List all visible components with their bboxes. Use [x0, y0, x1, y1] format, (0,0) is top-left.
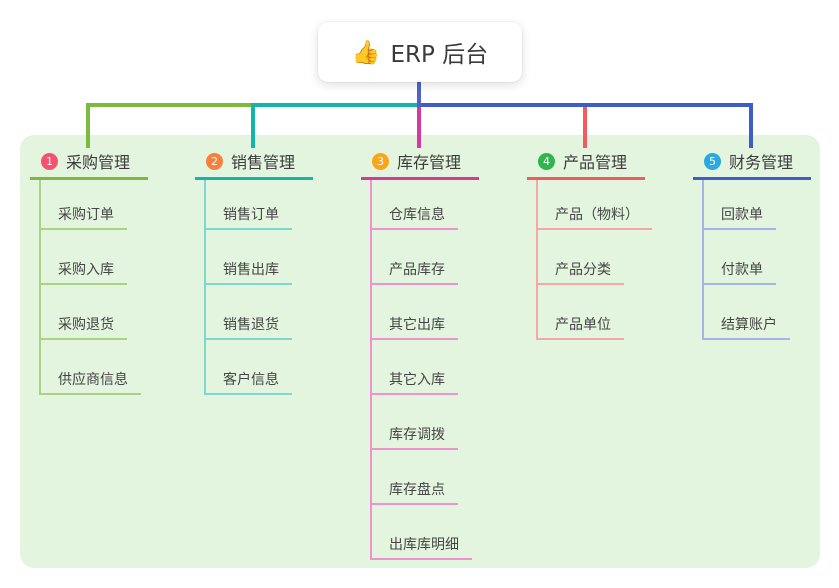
item-label: 采购订单	[58, 207, 114, 223]
connector-horizontal-right	[417, 103, 753, 107]
mindmap-item[interactable]: 库存调拨	[370, 422, 458, 450]
thumbs-up-icon: 👍	[351, 39, 381, 66]
mindmap-item[interactable]: 采购退货	[39, 312, 127, 340]
branch-underline	[693, 177, 811, 180]
branch-underline	[30, 177, 148, 180]
branch-spine	[39, 180, 41, 395]
item-label: 付款单	[721, 262, 763, 278]
mindmap-item[interactable]: 供应商信息	[39, 367, 141, 395]
mindmap-item[interactable]: 销售出库	[204, 257, 292, 285]
branch-number-badge: 1	[41, 152, 58, 170]
connector-drop-5	[749, 103, 753, 148]
branch-underline	[527, 177, 645, 180]
mindmap-item[interactable]: 采购入库	[39, 257, 127, 285]
root-node[interactable]: 👍 ERP 后台	[318, 22, 522, 82]
mindmap-item[interactable]: 产品单位	[536, 312, 624, 340]
branch-header-4[interactable]: 4 产品管理	[527, 149, 627, 173]
mindmap-item[interactable]: 采购订单	[39, 202, 127, 230]
branch-label: 财务管理	[729, 153, 794, 172]
mindmap-item[interactable]: 库存盘点	[370, 477, 458, 505]
connector-root-stem	[417, 82, 421, 107]
connector-horizontal-left	[86, 103, 255, 107]
mindmap-item[interactable]: 仓库信息	[370, 202, 458, 230]
item-label: 产品分类	[555, 262, 611, 278]
item-label: 销售退货	[223, 317, 279, 333]
branch-header-1[interactable]: 1 采购管理	[30, 149, 130, 173]
item-label: 其它出库	[389, 317, 445, 333]
item-label: 采购入库	[58, 262, 114, 278]
branch-number-badge: 5	[704, 152, 721, 170]
branch-label: 采购管理	[66, 153, 131, 172]
mindmap-item[interactable]: 其它出库	[370, 312, 458, 340]
item-label: 其它入库	[389, 372, 445, 388]
mindmap-item[interactable]: 其它入库	[370, 367, 458, 395]
connector-drop-2	[251, 103, 255, 148]
item-label: 产品（物料）	[555, 207, 639, 223]
connector-drop-3	[417, 103, 421, 148]
mindmap-item[interactable]: 出库库明细	[370, 532, 472, 560]
item-label: 销售订单	[223, 207, 279, 223]
branch-spine	[702, 180, 704, 340]
branch-spine	[536, 180, 538, 340]
item-label: 产品库存	[389, 262, 445, 278]
root-label: ERP 后台	[390, 42, 489, 68]
mindmap-item[interactable]: 销售退货	[204, 312, 292, 340]
branch-header-2[interactable]: 2 销售管理	[195, 149, 295, 173]
mindmap-item[interactable]: 销售订单	[204, 202, 292, 230]
branch-underline	[361, 177, 479, 180]
item-label: 产品单位	[555, 317, 611, 333]
branch-label: 产品管理	[563, 153, 628, 172]
branch-label: 销售管理	[231, 153, 296, 172]
branch-underline	[195, 177, 313, 180]
branch-header-3[interactable]: 3 库存管理	[361, 149, 461, 173]
branch-label: 库存管理	[397, 153, 462, 172]
mindmap-item[interactable]: 回款单	[702, 202, 776, 230]
item-label: 库存调拨	[389, 427, 445, 443]
branch-number-badge: 3	[372, 152, 389, 170]
item-label: 供应商信息	[58, 372, 128, 388]
branch-number-badge: 2	[206, 152, 223, 170]
connector-horizontal-mid	[251, 103, 421, 107]
mindmap-item[interactable]: 付款单	[702, 257, 776, 285]
item-label: 回款单	[721, 207, 763, 223]
mindmap-item[interactable]: 产品（物料）	[536, 202, 652, 230]
item-label: 出库库明细	[389, 537, 459, 553]
branch-header-5[interactable]: 5 财务管理	[693, 149, 793, 173]
connector-drop-1	[86, 103, 90, 148]
mindmap-item[interactable]: 产品分类	[536, 257, 624, 285]
branches-panel	[20, 135, 820, 568]
branch-number-badge: 4	[538, 152, 555, 170]
branch-spine	[204, 180, 206, 395]
branch-spine	[370, 180, 372, 560]
item-label: 客户信息	[223, 372, 279, 388]
item-label: 结算账户	[721, 317, 777, 333]
mindmap-item[interactable]: 客户信息	[204, 367, 292, 395]
item-label: 销售出库	[223, 262, 279, 278]
mindmap-item[interactable]: 产品库存	[370, 257, 458, 285]
item-label: 采购退货	[58, 317, 114, 333]
connector-drop-4	[583, 103, 587, 148]
item-label: 库存盘点	[389, 482, 445, 498]
mindmap-item[interactable]: 结算账户	[702, 312, 790, 340]
item-label: 仓库信息	[389, 207, 445, 223]
